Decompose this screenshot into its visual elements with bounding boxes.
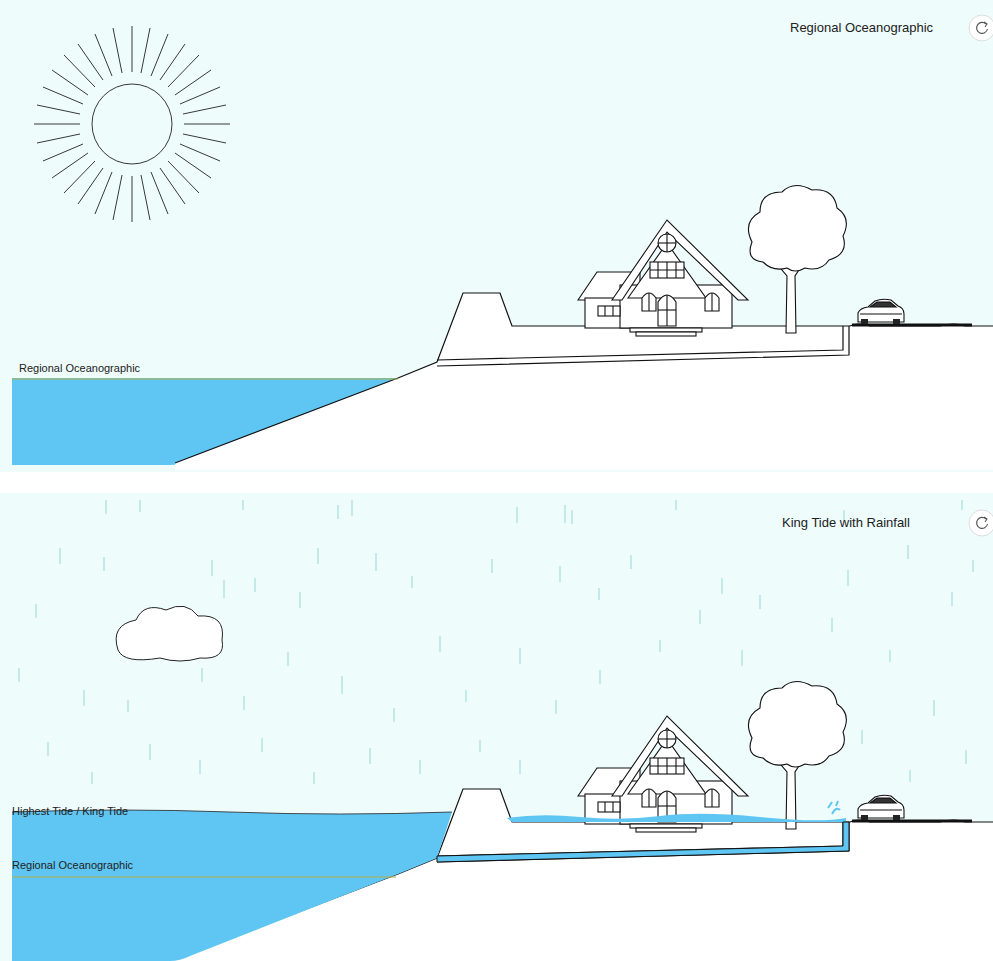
water-level-label: Highest Tide / King Tide <box>12 805 128 817</box>
water-level-label: Regional Oceanographic <box>19 362 140 374</box>
panel-title: Regional Oceanographic <box>790 21 933 35</box>
water-level-label: Regional Oceanographic <box>12 859 133 871</box>
panel-title: King Tide with Rainfall <box>782 516 910 530</box>
